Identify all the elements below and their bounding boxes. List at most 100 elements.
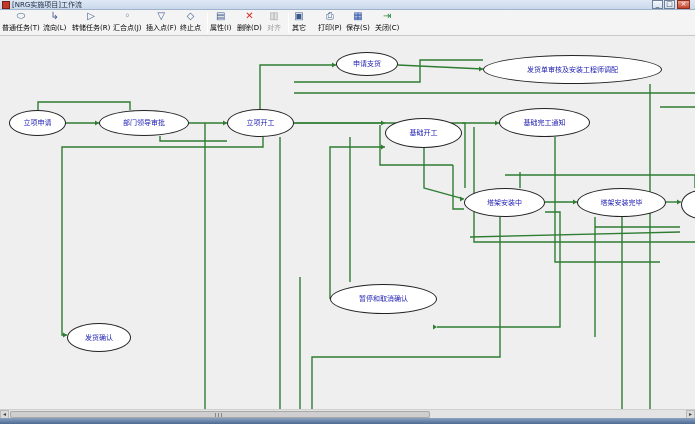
ellipse-icon: ⬭	[16, 11, 26, 22]
insert-point-label: 插入点(F)	[146, 24, 177, 32]
align-label: 对齐	[267, 24, 281, 32]
flow-link[interactable]	[259, 64, 336, 109]
flow-arrowhead	[677, 199, 681, 205]
flow-link[interactable]	[554, 137, 660, 263]
print-button[interactable]: ⎙ 打印(P)	[318, 11, 342, 35]
node-project-start[interactable]: 立项开工	[227, 109, 294, 137]
toolbar-separator	[288, 13, 289, 33]
node-label: 基础开工	[409, 129, 438, 137]
normal-task-button[interactable]: ⬭ 普通任务(T)	[2, 11, 40, 35]
node-tower-installed[interactable]: 塔架安装完毕	[577, 188, 666, 217]
minimize-button[interactable]: _	[652, 0, 663, 9]
node-tower-installing[interactable]: 塔架安装中	[464, 188, 545, 217]
end-point-button[interactable]: ◇ 终止点	[180, 11, 201, 35]
close-window-button[interactable]: ×	[677, 0, 690, 9]
properties-label: 属性(I)	[210, 24, 232, 32]
align-button[interactable]: ▥ 对齐	[267, 11, 281, 35]
properties-icon: ▤	[216, 11, 226, 22]
horizontal-scrollbar[interactable]: ◂ ▸	[0, 409, 695, 419]
node-foundation-start[interactable]: 基础开工	[385, 118, 462, 148]
taskbar	[0, 418, 695, 424]
node-label: 发货确认	[85, 333, 113, 342]
node-label: 基础完工通知	[523, 118, 566, 127]
flow-arrowhead	[95, 120, 99, 126]
title-bar: [NRG实施项目]工作流 _ □ ×	[0, 0, 695, 10]
node-label: 部门领导审批	[123, 119, 165, 127]
flow-arrowhead	[332, 62, 336, 68]
thumb-grip	[215, 413, 216, 417]
flow-arrowhead	[381, 144, 385, 150]
close-button[interactable]: ⇥ 关闭(C)	[375, 11, 399, 35]
insert-point-button[interactable]: ▽ 插入点(F)	[146, 11, 177, 35]
save-label: 保存(S)	[346, 24, 370, 32]
flow-button[interactable]: ↳ 流向(L)	[43, 11, 66, 35]
scrollbar-thumb[interactable]	[10, 411, 430, 418]
flow-link[interactable]	[159, 136, 227, 142]
node-shipment-confirm[interactable]: 发货确认	[67, 323, 131, 352]
insert-point-icon: ▽	[157, 11, 166, 22]
properties-button[interactable]: ▤ 属性(I)	[210, 11, 232, 35]
node-foundation-complete[interactable]: 基础完工通知	[499, 108, 590, 137]
workflow-canvas[interactable]: 立项申请 部门领导审批 立项开工 申请支货 发货单审核及安装工程师调配 基础开工…	[0, 37, 695, 409]
transfer-task-icon: ▷	[87, 11, 95, 22]
flow-link[interactable]	[379, 125, 453, 166]
flow-link[interactable]	[329, 146, 385, 299]
app-icon	[2, 1, 10, 9]
flow-link[interactable]	[452, 165, 464, 210]
flow-arrowhead	[223, 120, 227, 126]
node-label: 立项申请	[23, 119, 52, 127]
other-icon: ▣	[294, 11, 304, 22]
thumb-grip	[221, 413, 222, 417]
flow-link[interactable]	[294, 59, 483, 83]
close-label: 关闭(C)	[375, 24, 400, 32]
flow-link[interactable]	[37, 101, 131, 110]
flow-arrowhead	[479, 66, 483, 72]
join-point-label: 汇合点(J)	[113, 24, 142, 32]
flow-arrowhead	[573, 199, 577, 205]
save-icon: ▦	[353, 11, 363, 22]
flow-link[interactable]	[505, 174, 695, 188]
flow-arrowhead	[63, 332, 67, 338]
node-dept-approval[interactable]: 部门领导审批	[99, 110, 189, 136]
flow-link[interactable]	[423, 148, 465, 200]
transfer-task-button[interactable]: ▷ 转储任务(R)	[72, 11, 110, 35]
save-button[interactable]: ▦ 保存(S)	[346, 11, 370, 35]
join-point-button[interactable]: ◦ 汇合点(J)	[113, 11, 142, 35]
flow-arrowhead	[495, 120, 499, 126]
maximize-button[interactable]: □	[664, 0, 675, 9]
delete-label: 删除(D)	[237, 24, 262, 32]
other-button[interactable]: ▣ 其它	[292, 11, 306, 35]
flow-links	[37, 59, 695, 409]
flow-link[interactable]	[473, 127, 695, 243]
node-shipment-review[interactable]: 发货单审核及安装工程师调配	[483, 55, 662, 84]
delete-button[interactable]: ✕ 删除(D)	[237, 11, 262, 35]
node-label: 立项开工	[246, 119, 275, 127]
align-icon: ▥	[269, 11, 279, 22]
flow-arrowhead	[460, 196, 464, 202]
node-label: 塔架安装完毕	[600, 198, 643, 207]
flow-arrowhead	[381, 120, 385, 126]
print-label: 打印(P)	[318, 24, 342, 32]
delete-icon: ✕	[245, 11, 254, 22]
window-title: [NRG实施项目]工作流	[12, 1, 82, 9]
toolbar-separator	[207, 13, 208, 33]
node-label: 发货单审核及安装工程师调配	[527, 65, 618, 74]
node-apply-shipment[interactable]: 申请支货	[336, 52, 398, 76]
flow-link[interactable]	[61, 137, 264, 336]
end-point-icon: ◇	[186, 11, 195, 22]
node-project-application[interactable]: 立项申请	[9, 110, 66, 136]
flow-link[interactable]	[469, 231, 681, 238]
toolbar: ⬭ 普通任务(T) ↳ 流向(L) ▷ 转储任务(R) ◦ 汇合点(J) ▽ 插…	[0, 10, 695, 36]
flow-label: 流向(L)	[43, 24, 67, 32]
flow-link[interactable]	[311, 217, 501, 409]
normal-task-label: 普通任务(T)	[2, 24, 40, 32]
node-pause-cancel[interactable]: 暂停和取消确认	[330, 284, 437, 314]
flow-arrow-icon: ↳	[50, 11, 59, 22]
node-label: 暂停和取消确认	[359, 295, 408, 303]
flow-link[interactable]	[437, 211, 561, 328]
flow-link[interactable]	[397, 64, 484, 70]
close-door-icon: ⇥	[382, 11, 392, 22]
flow-link[interactable]	[294, 122, 466, 188]
thumb-grip	[218, 413, 219, 417]
transfer-task-label: 转储任务(R)	[72, 24, 111, 32]
